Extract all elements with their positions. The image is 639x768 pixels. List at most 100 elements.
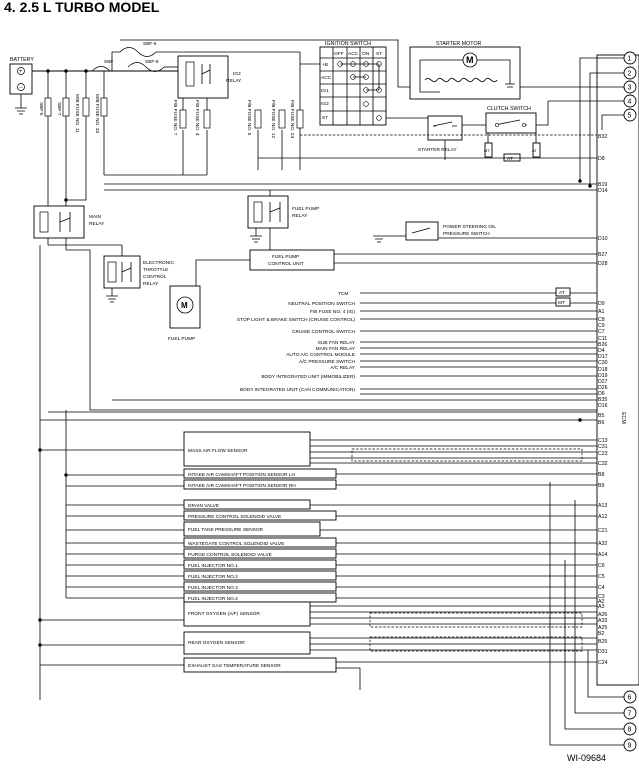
ecm-box <box>596 54 639 686</box>
svg-text:C23: C23 <box>598 451 608 457</box>
svg-text:TCM: TCM <box>338 291 348 297</box>
svg-text:MAIN: MAIN <box>89 214 102 220</box>
svg-text:D19: D19 <box>598 373 608 379</box>
svg-text:D9: D9 <box>598 301 605 307</box>
svg-text:POWER STEERING OIL: POWER STEERING OIL <box>443 224 496 230</box>
svg-text:B35: B35 <box>598 397 607 403</box>
svg-text:PRESSURE SWITCH: PRESSURE SWITCH <box>443 231 490 237</box>
svg-text:D6: D6 <box>598 391 605 397</box>
svg-text:INTAKE AIR CAMSHAFT POSITION S: INTAKE AIR CAMSHAFT POSITION SENSOR LH <box>188 472 296 478</box>
connector-3: 3 <box>623 80 637 94</box>
sensor-front-oxygen <box>183 601 311 627</box>
svg-text:WASTEGATE CONTROL SOLENOID VAL: WASTEGATE CONTROL SOLENOID VALVE <box>188 541 284 547</box>
svg-text:IG2: IG2 <box>321 101 329 107</box>
svg-text:B5: B5 <box>598 413 604 419</box>
svg-text:A26: A26 <box>598 612 607 618</box>
svg-text:C13: C13 <box>598 438 608 444</box>
svg-text:B26: B26 <box>598 342 607 348</box>
svg-text:FUEL TANK PRESSURE SENSOR: FUEL TANK PRESSURE SENSOR <box>188 527 264 533</box>
svg-text:F/B FUSE NO. 4 (IG): F/B FUSE NO. 4 (IG) <box>310 309 355 315</box>
svg-text:STOP LIGHT & BRAKE SWITCH (CRU: STOP LIGHT & BRAKE SWITCH (CRUISE CONTRO… <box>237 317 355 323</box>
svg-text:AUTO A/C CONTROL MODULE: AUTO A/C CONTROL MODULE <box>286 352 355 358</box>
svg-text:BODY INTEGRATED UNIT (CAN COMM: BODY INTEGRATED UNIT (CAN COMMUNICATION) <box>240 387 355 393</box>
svg-text:B6: B6 <box>598 420 604 426</box>
svg-text:A14: A14 <box>598 552 607 558</box>
svg-text:MT: MT <box>558 300 565 306</box>
page-title: 4. 2.5 L TURBO MODEL <box>4 0 160 15</box>
svg-text:D31: D31 <box>598 649 608 655</box>
sensor-wiring <box>40 410 597 690</box>
svg-text:CONTROL: CONTROL <box>143 274 167 280</box>
svg-text:PURGE CONTROL SOLENOID VALVE: PURGE CONTROL SOLENOID VALVE <box>188 552 272 558</box>
connector-9: 9 <box>623 738 637 752</box>
svg-text:RELAY: RELAY <box>143 281 159 287</box>
clutch-switch-label: CLUTCH SWITCH <box>487 106 531 112</box>
svg-text:M/B FUSE NO. 11: M/B FUSE NO. 11 <box>74 94 80 133</box>
sensor-rear-oxygen <box>183 631 311 655</box>
sensor-camshaft-rh <box>183 479 337 490</box>
svg-text:D18: D18 <box>598 367 608 373</box>
svg-text:D26: D26 <box>598 385 608 391</box>
svg-text:A1: A1 <box>598 309 604 315</box>
svg-text:AT: AT <box>559 290 565 296</box>
svg-text:IG2: IG2 <box>233 71 241 77</box>
connector-8: 8 <box>623 722 637 736</box>
svg-text:A/C RELAY: A/C RELAY <box>330 365 356 371</box>
svg-text:A33: A33 <box>598 618 607 624</box>
svg-text:SUB FAN RELAY: SUB FAN RELAY <box>318 340 356 346</box>
svg-text:SBF-8: SBF-8 <box>145 59 159 65</box>
sensor-camshaft-lh <box>183 468 337 479</box>
svg-text:M: M <box>181 301 188 310</box>
svg-text:C6: C6 <box>598 563 605 569</box>
svg-text:C5: C5 <box>598 574 605 580</box>
svg-text:F/B FUSE NO. 4: F/B FUSE NO. 4 <box>194 100 200 136</box>
svg-text:F/B FUSE NO. 7: F/B FUSE NO. 7 <box>172 100 178 136</box>
svg-text:C24: C24 <box>598 660 608 666</box>
svg-text:B8: B8 <box>598 472 604 478</box>
svg-text:D17: D17 <box>598 354 608 360</box>
svg-text:A/C PRESSURE SWITCH: A/C PRESSURE SWITCH <box>299 359 356 365</box>
svg-text:C4: C4 <box>598 585 605 591</box>
starter-relay <box>427 115 463 141</box>
svg-text:3: 3 <box>628 85 632 92</box>
sensors: MASS AIR FLOW SENSOR INTAKE AIR CAMSHAFT… <box>183 431 337 673</box>
svg-text:B2: B2 <box>598 631 604 637</box>
svg-text:F/B FUSE NO. 24: F/B FUSE NO. 24 <box>289 100 295 138</box>
svg-text:M/B FUSE NO. 33: M/B FUSE NO. 33 <box>94 94 100 134</box>
svg-text:ELECTRONIC: ELECTRONIC <box>143 260 174 266</box>
svg-text:B19: B19 <box>598 182 607 188</box>
svg-text:8: 8 <box>628 727 632 734</box>
svg-text:RELAY: RELAY <box>226 78 242 84</box>
svg-text:FUEL INJECTOR NO.1: FUEL INJECTOR NO.1 <box>188 563 238 569</box>
starter-motor-label: STARTER MOTOR <box>436 41 481 47</box>
svg-text:2: 2 <box>628 71 632 78</box>
svg-text:B27: B27 <box>598 252 607 258</box>
svg-text:9: 9 <box>628 743 632 750</box>
ps-switch <box>405 221 439 241</box>
svg-text:FUEL INJECTOR NO.3: FUEL INJECTOR NO.3 <box>188 585 238 591</box>
svg-text:D27: D27 <box>598 379 608 385</box>
svg-text:C9: C9 <box>598 323 605 329</box>
ecm-bottom-pins: C13 C31 C23 C32 B8 B9 A13 A12 C21 A32 A1… <box>598 438 608 666</box>
svg-text:C31: C31 <box>598 444 608 450</box>
svg-text:4: 4 <box>628 99 632 106</box>
svg-text:AT: AT <box>507 156 513 162</box>
svg-text:A25: A25 <box>598 625 607 631</box>
svg-text:IG1: IG1 <box>321 88 329 94</box>
svg-text:CONTROL UNIT: CONTROL UNIT <box>268 261 304 267</box>
svg-text:OFF: OFF <box>334 51 344 57</box>
svg-text:A12: A12 <box>598 514 607 520</box>
svg-text:D4: D4 <box>598 348 605 354</box>
fuse-sbf <box>91 66 111 72</box>
svg-text:DRAIN VALVE: DRAIN VALVE <box>188 503 219 509</box>
svg-text:ACC: ACC <box>348 51 359 57</box>
connector-2: 2 <box>623 66 637 80</box>
svg-text:C11: C11 <box>598 336 607 342</box>
svg-text:6: 6 <box>628 695 632 702</box>
clutch-switch <box>485 112 537 134</box>
svg-text:BODY INTEGRATED UNIT (IMMOBILI: BODY INTEGRATED UNIT (IMMOBILIZER) <box>261 374 355 380</box>
svg-text:MAIN FAN RELAY: MAIN FAN RELAY <box>316 346 356 352</box>
svg-text:MASS AIR FLOW SENSOR: MASS AIR FLOW SENSOR <box>188 448 248 454</box>
svg-text:A3: A3 <box>598 604 604 610</box>
